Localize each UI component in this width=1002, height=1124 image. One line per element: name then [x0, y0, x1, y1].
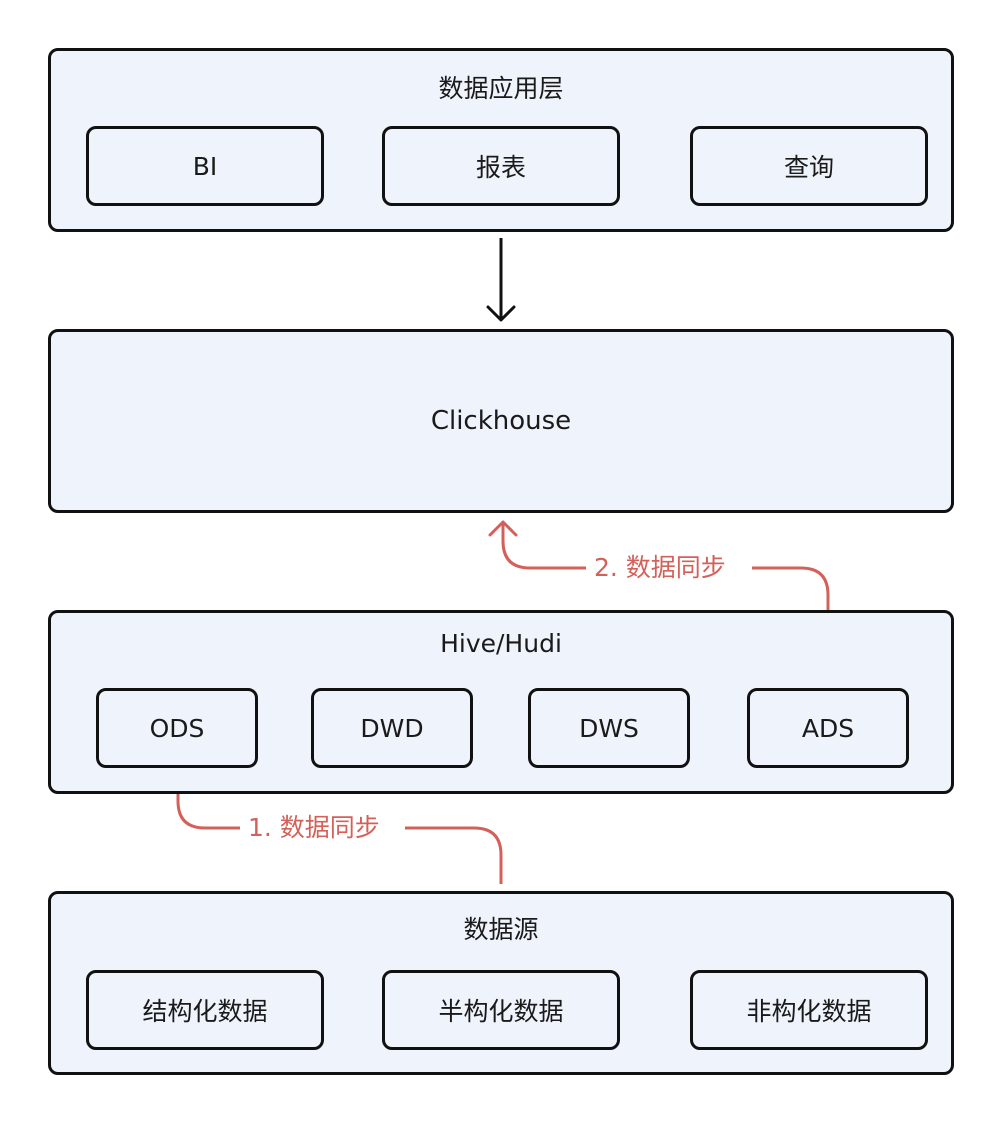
stage-dwd[interactable]: DWD — [311, 688, 473, 768]
clickhouse-panel[interactable]: Clickhouse — [48, 329, 954, 513]
app-item-query[interactable]: 查询 — [690, 126, 928, 206]
sync-label-step2: 2. 数据同步 — [586, 551, 734, 585]
app-item-bi[interactable]: BI — [86, 126, 324, 206]
source-title: 数据源 — [463, 915, 539, 944]
arrow-app-to-clickhouse — [486, 238, 516, 322]
warehouse-title: Hive/Hudi — [440, 629, 562, 658]
stage-ads[interactable]: ADS — [747, 688, 909, 768]
source-item-semi-structured[interactable]: 半构化数据 — [382, 970, 620, 1050]
sync-label-step1: 1. 数据同步 — [240, 811, 388, 845]
source-item-structured[interactable]: 结构化数据 — [86, 970, 324, 1050]
app-layer-title: 数据应用层 — [438, 74, 564, 103]
source-item-unstructured[interactable]: 非构化数据 — [690, 970, 928, 1050]
stage-dws[interactable]: DWS — [528, 688, 690, 768]
clickhouse-label: Clickhouse — [430, 406, 572, 436]
app-item-report[interactable]: 报表 — [382, 126, 620, 206]
stage-ods[interactable]: ODS — [96, 688, 258, 768]
